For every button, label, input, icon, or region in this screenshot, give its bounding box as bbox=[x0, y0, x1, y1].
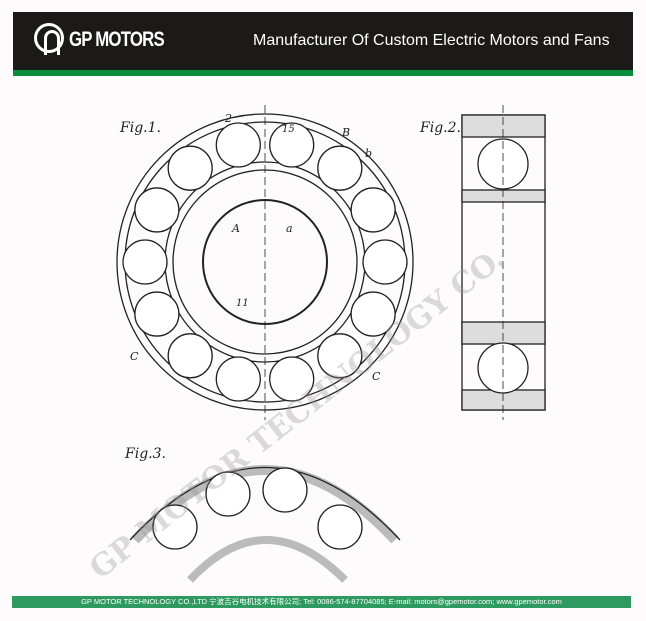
ref-label: b bbox=[365, 147, 372, 160]
bearing-ball bbox=[167, 333, 213, 379]
watermark: GP MOTOR TECHNOLOGY CO. bbox=[83, 241, 511, 586]
figure-3: Fig.3. bbox=[124, 446, 401, 583]
ref-label: 11 bbox=[236, 298, 249, 309]
figure-2: Fig.2. bbox=[419, 105, 546, 420]
bearing-ball bbox=[215, 122, 261, 168]
footer-contact: GP MOTOR TECHNOLOGY CO.,LTD 宁波吉谷电机技术有限公司… bbox=[12, 596, 631, 608]
brand-name: GP MOTORS bbox=[69, 28, 165, 51]
ref-label: a bbox=[286, 222, 293, 235]
gp-logo-icon bbox=[34, 23, 64, 55]
header-stripe bbox=[13, 70, 633, 76]
ref-label: 2 bbox=[224, 112, 232, 125]
bearing-ball bbox=[269, 122, 315, 168]
bearing-ball bbox=[215, 356, 261, 402]
bearing-ball bbox=[350, 291, 396, 337]
ref-label: C bbox=[372, 370, 381, 383]
bearing-ball bbox=[362, 239, 408, 285]
fig3-title: Fig.3. bbox=[124, 446, 166, 462]
bearing-ball bbox=[122, 239, 168, 285]
tagline: Manufacturer Of Custom Electric Motors a… bbox=[253, 32, 610, 49]
ref-label: C bbox=[130, 350, 139, 363]
bearing-ball bbox=[134, 187, 180, 233]
bearing-ball bbox=[167, 145, 213, 191]
ref-label: B bbox=[341, 126, 350, 139]
ref-label: A bbox=[231, 222, 240, 235]
bearing-ball bbox=[317, 333, 363, 379]
bearing-ball bbox=[269, 356, 315, 402]
bearing-ball bbox=[350, 187, 396, 233]
bearing-ball bbox=[134, 291, 180, 337]
fig2-title: Fig.2. bbox=[419, 120, 461, 136]
fig1-title: Fig.1. bbox=[119, 120, 161, 136]
figure-1: Fig.1. 2 15 B b A a 11 C C bbox=[116, 105, 414, 420]
bearing-ball bbox=[317, 145, 363, 191]
patent-drawing: Fig.1. 2 15 B b A a 11 C C Fig.2. Fig.3. bbox=[83, 105, 546, 586]
header-bar bbox=[13, 12, 633, 70]
ref-label: 15 bbox=[282, 124, 295, 135]
